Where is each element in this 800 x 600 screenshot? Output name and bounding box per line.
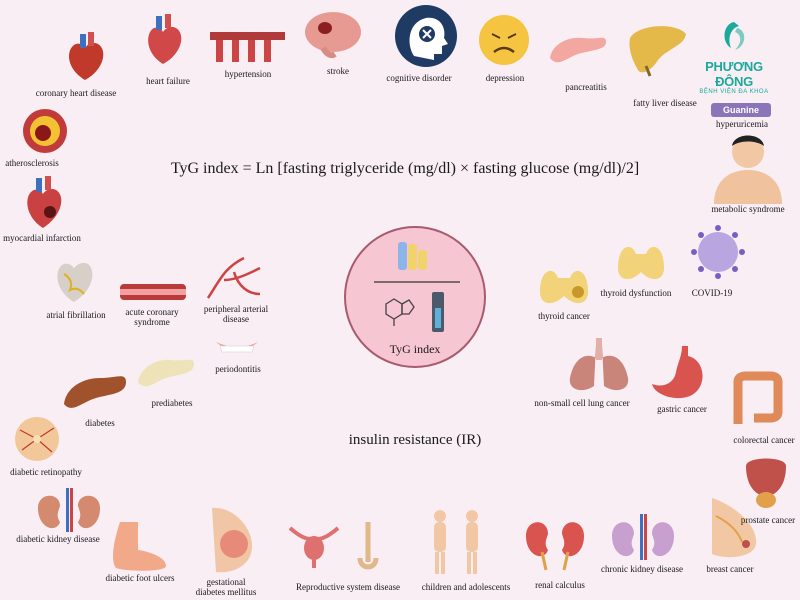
lungs-icon [569, 338, 629, 391]
pancreas-icon [550, 37, 606, 63]
label-diabetic-kidney-disease: diabetic kidney disease [16, 534, 100, 544]
label-atrial-fibrillation: atrial fibrillation [46, 310, 106, 320]
virus-icon [691, 225, 745, 279]
children-icon [434, 510, 478, 574]
insulin-resistance-label: insulin resistance (IR) [348, 432, 482, 448]
liver-icon [629, 26, 686, 77]
guanine-badge: Guanine [711, 103, 771, 117]
label-prediabetes: prediabetes [151, 398, 193, 408]
coronary-heart-icon [69, 32, 104, 80]
label-reproductive-system-disease: Reproductive system disease [296, 582, 400, 592]
label-gastric-cancer: gastric cancer [657, 404, 707, 414]
retina-icon [15, 417, 59, 461]
kidney-pair-icon [38, 488, 100, 532]
label-diabetic-foot-ulcers: diabetic foot ulcers [105, 573, 175, 583]
label-hypertension: hypertension [224, 69, 272, 79]
foot-icon [113, 522, 166, 571]
thyroid-icon [618, 246, 664, 280]
label-periodontitis: periodontitis [215, 364, 261, 374]
colon-icon [733, 371, 783, 424]
tyg-formula: TyG index = Ln [fasting triglyceride (mg… [170, 160, 640, 177]
label-thyroid-dysfunction: thyroid dysfunction [600, 288, 672, 298]
breast-icon [712, 498, 757, 558]
label-children-and-adolescents: children and adolescents [421, 582, 511, 592]
logo-mark-icon [724, 22, 745, 50]
label-depression: depression [485, 73, 525, 83]
label-renal-calculus: renal calculus [535, 580, 585, 590]
obese-person-icon [714, 135, 782, 204]
cognitive-disorder-icon [395, 5, 457, 67]
thyroid-cancer-icon [540, 270, 588, 304]
label-heart-failure: heart failure [146, 76, 190, 86]
label-colorectal-cancer: colorectal cancer [733, 435, 795, 445]
label-pancreatitis: pancreatitis [565, 82, 607, 92]
pregnancy-icon [212, 507, 252, 573]
label-stroke: stroke [327, 66, 349, 76]
label-chronic-kidney-disease: chronic kidney disease [601, 564, 683, 574]
teeth-icon [216, 342, 258, 353]
prostate-icon [746, 458, 786, 508]
label-metabolic-syndrome: metabolic syndrome [711, 204, 785, 214]
tyg-center-icons [374, 242, 460, 332]
label-gestational-diabetes-mellitus: gestational diabetes mellitus [195, 577, 257, 597]
label-diabetes: diabetes [85, 418, 115, 428]
prediabetes-pancreas-icon [138, 359, 194, 387]
heart-conduction-icon [57, 262, 93, 302]
label-prostate-cancer: prostate cancer [740, 515, 796, 525]
label-cognitive-disorder: cognitive disorder [386, 73, 452, 83]
label-acute-coronary-syndrome: acute coronary syndrome [125, 307, 179, 327]
logo-title: PHƯƠNG ĐÔNG [705, 59, 763, 89]
label-peripheral-arterial-disease: peripheral arterial disease [203, 304, 269, 324]
peripheral-artery-icon [206, 256, 261, 299]
artery-plaque-icon [23, 109, 67, 153]
tyg-center-circle: TyG index [344, 226, 486, 368]
label-covid-19: COVID-19 [691, 288, 733, 298]
label-coronary-heart-disease: coronary heart disease [35, 88, 117, 98]
brain-icon [305, 12, 361, 59]
renal-calculus-icon [526, 522, 584, 571]
sad-face-icon [479, 15, 529, 65]
hospital-logo: PHƯƠNG ĐÔNG BỆNH VIỆN ĐA KHOA [686, 18, 782, 95]
heart-failure-icon [148, 14, 182, 65]
label-non-small-cell-lung-cancer: non-small cell lung cancer [534, 398, 630, 408]
reproductive-organs-icon [288, 522, 379, 570]
label-myocardial-infarction: myocardial infarction [3, 233, 81, 243]
chronic-kidney-icon [612, 514, 674, 560]
label-fatty-liver-disease: fatty liver disease [633, 98, 697, 108]
diabetes-pancreas-icon [64, 376, 126, 408]
label-thyroid-cancer: thyroid cancer [538, 311, 590, 321]
label-breast-cancer: breast cancer [706, 564, 754, 574]
label-diabetic-retinopathy: diabetic retinopathy [10, 467, 82, 477]
label-hyperuricemia: hyperuricemia [716, 119, 768, 129]
logo-subtitle: BỆNH VIỆN ĐA KHOA [699, 89, 769, 95]
myocardial-heart-icon [27, 176, 62, 228]
tyg-center-label: TyG index [389, 342, 441, 356]
stomach-icon [652, 346, 703, 399]
coronary-vessel-icon [120, 284, 186, 300]
label-atherosclerosis: atherosclerosis [5, 158, 59, 168]
hypertension-icon [210, 32, 285, 62]
